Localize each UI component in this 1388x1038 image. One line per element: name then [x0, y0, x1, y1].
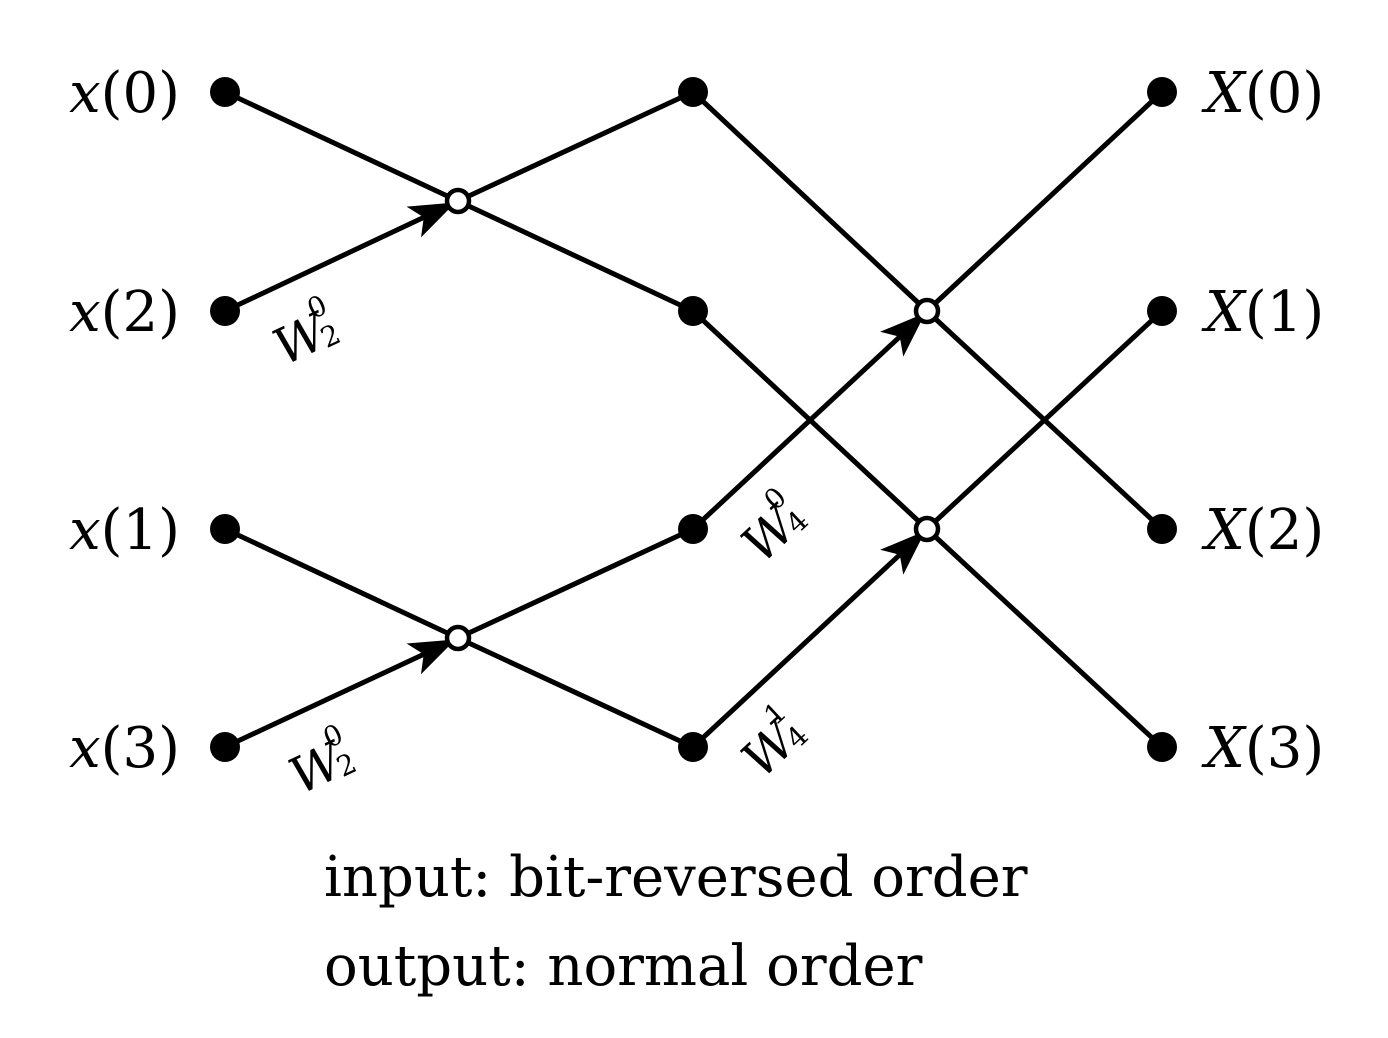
node-input-0 — [210, 77, 240, 107]
node-output-1 — [1147, 296, 1177, 326]
junction-b — [444, 624, 472, 652]
output-label-1: X(1) — [1201, 280, 1324, 345]
arrow-x3-to-junction-b — [223, 639, 456, 750]
node-mid-1 — [678, 296, 708, 326]
arrow-x2-to-junction-a — [223, 202, 456, 314]
output-label-3: X(3) — [1201, 716, 1324, 781]
caption-line-1: input: bit-reversed order — [324, 845, 1028, 910]
node-input-1 — [210, 296, 240, 326]
input-label-1: x(2) — [69, 280, 180, 345]
node-output-0 — [1147, 77, 1177, 107]
edge-junction-b-to-m3 — [456, 635, 695, 750]
node-output-2 — [1147, 514, 1177, 544]
node-mid-0 — [678, 77, 708, 107]
junction-a — [444, 187, 472, 215]
edge-junction-b-to-m2 — [456, 526, 695, 641]
edge-m0-to-junction-c — [691, 90, 929, 313]
edge-junction-d-to-X3 — [925, 527, 1164, 749]
junction-d — [913, 515, 941, 543]
node-input-3 — [210, 732, 240, 762]
twiddle-label-0: W 0 2 — [265, 288, 346, 377]
output-label-2: X(2) — [1201, 498, 1324, 563]
twiddle-label-2: W 0 4 — [731, 481, 815, 574]
edge-junction-c-to-X0 — [925, 90, 1164, 313]
node-input-2 — [210, 514, 240, 544]
arrow-m2-to-junction-c — [691, 312, 926, 531]
output-label-0: X(0) — [1201, 61, 1324, 126]
edge-junction-d-to-X1 — [925, 309, 1164, 531]
junction-c — [913, 297, 941, 325]
caption-line-2: output: normal order — [324, 934, 923, 999]
node-mid-2 — [678, 514, 708, 544]
arrow-m3-to-junction-d — [691, 530, 926, 749]
node-mid-3 — [678, 732, 708, 762]
twiddle-label-3: W 1 4 — [731, 696, 815, 789]
input-label-3: x(3) — [69, 716, 180, 781]
edge-x1-to-junction-b — [223, 526, 460, 641]
edge-junction-a-to-m0 — [456, 89, 695, 204]
twiddle-label-1: W 0 2 — [281, 717, 362, 806]
edge-junction-a-to-m1 — [456, 198, 695, 314]
edge-x0-to-junction-a — [223, 89, 460, 204]
input-label-0: x(0) — [69, 61, 180, 126]
node-output-3 — [1147, 732, 1177, 762]
input-label-2: x(1) — [69, 498, 180, 563]
